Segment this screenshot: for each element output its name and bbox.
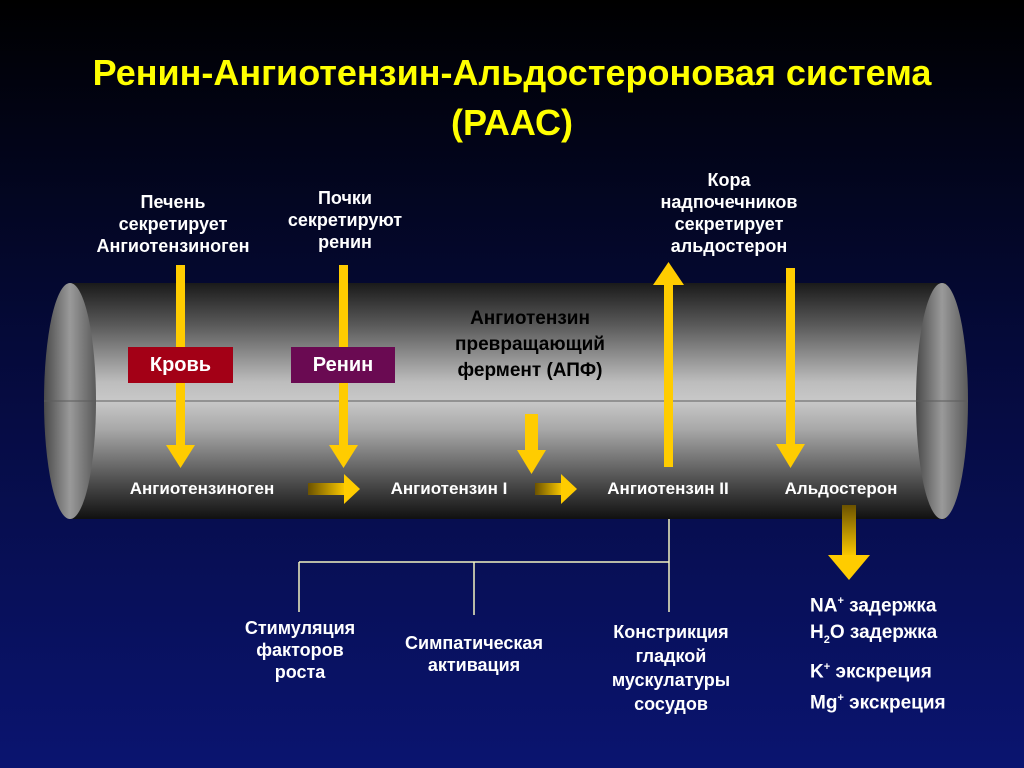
chain-aldosterone: Альдостерон bbox=[784, 479, 898, 498]
ace-label-line: Ангиотензин bbox=[470, 308, 590, 329]
outcome-growth-factors: Стимуляция факторов роста bbox=[220, 617, 380, 683]
liver-label-line: Печень bbox=[140, 192, 206, 212]
effect-k: K+ экскреция bbox=[810, 654, 946, 685]
adrenal-label: Кора надпочечников секретирует альдостер… bbox=[634, 169, 824, 257]
title-line-2: (РААС) bbox=[451, 102, 573, 143]
effect-element: O bbox=[829, 622, 845, 644]
effect-text: задержка bbox=[844, 622, 938, 644]
kidneys-label-line: ренин bbox=[318, 232, 372, 252]
outcome-sympathetic: Симпатическая активация bbox=[384, 632, 564, 676]
effect-element: H bbox=[810, 622, 824, 644]
kidneys-label: Почки секретируют ренин bbox=[262, 187, 428, 253]
chain-angiotensin-2: Ангиотензин II bbox=[607, 479, 729, 498]
effect-text: экскреция bbox=[843, 692, 946, 714]
kidneys-label-line: секретируют bbox=[287, 210, 403, 230]
liver-label: Печень секретирует Ангиотензиноген bbox=[70, 191, 276, 257]
blood-tag: Кровь bbox=[128, 347, 233, 383]
title-line-1: Ренин-Ангиотензин-Альдостероновая систем… bbox=[92, 52, 932, 93]
kidneys-label-line: Почки bbox=[317, 188, 372, 208]
branch-lines bbox=[298, 519, 670, 615]
outcome-line: сосудов bbox=[634, 694, 708, 714]
effect-element: K bbox=[810, 661, 824, 683]
aldosterone-effects: NA+ задержка H2O задержка K+ экскреция M… bbox=[810, 588, 946, 717]
outcome-line: Стимуляция bbox=[244, 618, 356, 638]
effect-mg: Mg+ экскреция bbox=[810, 685, 946, 716]
adrenal-label-line: Кора bbox=[707, 170, 751, 190]
adrenal-label-line: альдостерон bbox=[670, 236, 788, 256]
page-title: Ренин-Ангиотензин-Альдостероновая систем… bbox=[0, 48, 1024, 148]
effect-h2o: H2O задержка bbox=[810, 619, 946, 654]
aldosterone-down-arrow bbox=[776, 268, 805, 468]
effect-na: NA+ задержка bbox=[810, 588, 946, 619]
effect-charge: + bbox=[837, 692, 844, 705]
ace-arrow bbox=[517, 414, 546, 474]
outcome-line: Симпатическая bbox=[405, 633, 543, 653]
effect-subscript: 2 bbox=[823, 634, 830, 647]
renin-tag: Ренин bbox=[291, 347, 395, 383]
outcome-line: Констрикция bbox=[613, 622, 729, 642]
outcome-constriction: Констрикция гладкой мускулатуры сосудов bbox=[584, 620, 758, 716]
liver-label-line: секретирует bbox=[118, 214, 228, 234]
effect-element: Mg bbox=[810, 692, 838, 714]
chain-angiotensinogen: Ангиотензиноген bbox=[129, 479, 275, 498]
liver-label-line: Ангиотензиноген bbox=[96, 236, 250, 256]
effect-text: задержка bbox=[843, 595, 937, 617]
ace-label: Ангиотензин превращающий фермент (АПФ) bbox=[410, 306, 650, 384]
adrenal-label-line: секретирует bbox=[674, 214, 784, 234]
adrenal-up-arrow bbox=[653, 262, 684, 467]
effect-charge: + bbox=[823, 661, 831, 674]
outcome-line: роста bbox=[274, 662, 326, 682]
ace-label-line: превращающий bbox=[455, 334, 605, 355]
aldosterone-output-arrow bbox=[828, 505, 870, 580]
effect-element: NA bbox=[810, 595, 838, 617]
ace-label-line: фермент (АПФ) bbox=[457, 360, 603, 381]
chain-arrow-2 bbox=[535, 474, 577, 504]
adrenal-label-line: надпочечников bbox=[660, 192, 798, 212]
effect-text: экскреция bbox=[830, 661, 932, 683]
outcome-line: факторов bbox=[256, 640, 344, 660]
chain-arrow-1 bbox=[308, 474, 360, 504]
outcome-line: активация bbox=[427, 655, 521, 675]
outcome-line: гладкой bbox=[635, 646, 707, 666]
effect-charge: + bbox=[837, 595, 844, 607]
outcome-line: мускулатуры bbox=[611, 670, 731, 690]
chain-angiotensin-1: Ангиотензин I bbox=[390, 479, 508, 498]
